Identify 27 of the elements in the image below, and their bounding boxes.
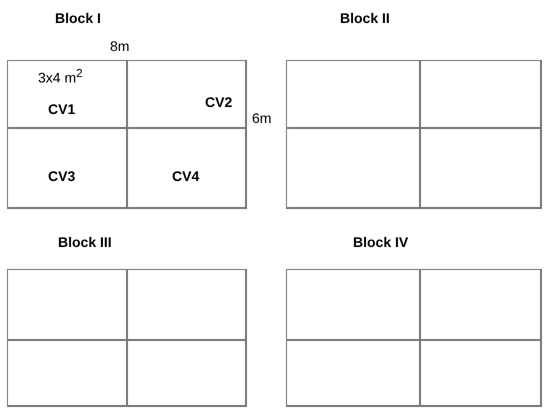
width-dimension: 8m	[110, 38, 130, 54]
block-heading: Block I	[55, 10, 101, 26]
block-heading: Block II	[340, 10, 390, 26]
plot-cell	[126, 127, 246, 208]
plot-cell	[126, 339, 246, 406]
plot-cell	[7, 127, 128, 208]
plot-cell	[419, 339, 541, 406]
plot-cell	[126, 269, 246, 341]
plot-cell	[7, 60, 128, 129]
plot-cell	[419, 269, 541, 341]
plot-cell	[286, 127, 421, 208]
plot-code: CV3	[48, 168, 76, 184]
plot-code: CV1	[48, 101, 76, 117]
block-heading: Block III	[58, 234, 112, 250]
plot-cell	[286, 60, 421, 129]
plot-cell	[419, 127, 541, 208]
plot-cell	[7, 269, 128, 341]
block-heading: Block IV	[353, 234, 408, 250]
plot-cell	[419, 60, 541, 129]
plot-code: CV4	[172, 168, 200, 184]
plot-cell	[126, 60, 246, 129]
plot-code: CV2	[205, 94, 232, 110]
plot-cell	[286, 269, 421, 341]
plot-size-label: 3x4 m$^{2}$	[38, 67, 83, 86]
plot-cell	[7, 339, 128, 406]
height-dimension: 6m	[252, 110, 272, 126]
plot-cell	[286, 339, 421, 406]
